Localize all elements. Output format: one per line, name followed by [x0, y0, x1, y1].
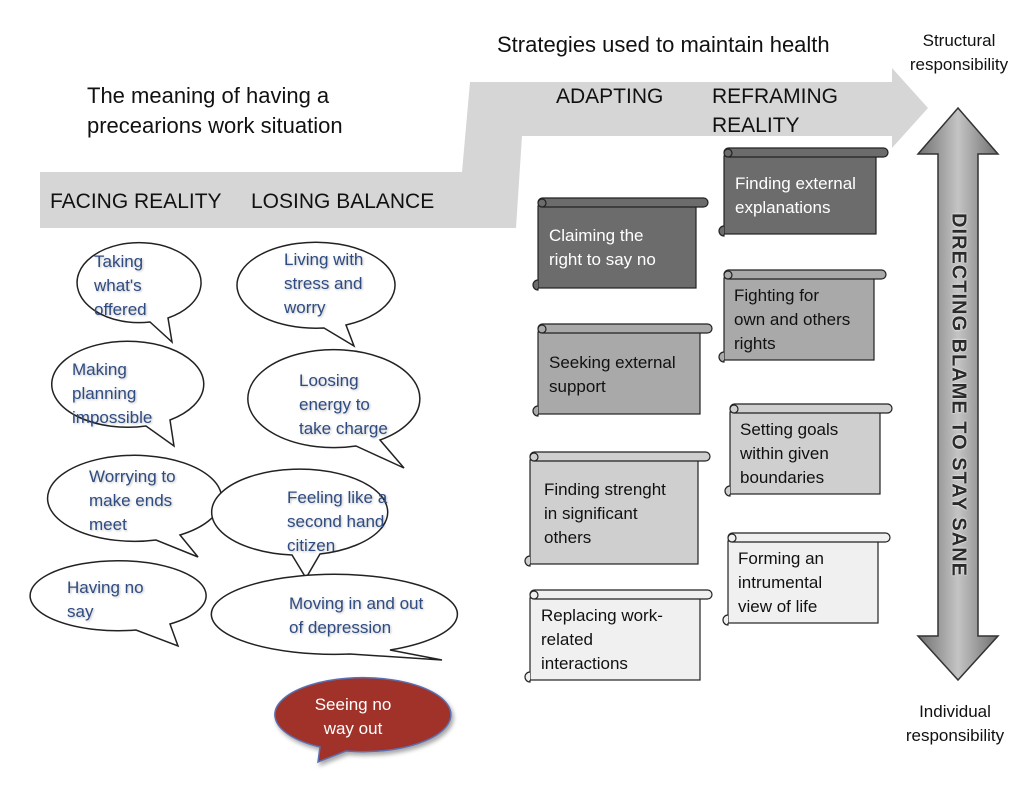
bubble-worrying-to-make-ends-meet: Worrying to make ends meet	[89, 467, 176, 534]
scroll-setting-goals: Setting goals within given boundaries	[740, 420, 839, 487]
scroll-shape-claiming	[532, 197, 709, 291]
meaning-title: The meaning of having a precearions work…	[87, 83, 343, 138]
scroll-shapes	[524, 147, 893, 683]
facing-bubble-shapes	[29, 241, 223, 648]
bubble-taking-whats-offered: Taking what's offered	[94, 252, 147, 319]
final-bubble-shape	[274, 676, 452, 764]
scroll-finding-strength: Finding strenght in significant others	[544, 480, 666, 547]
scroll-fighting-for-rights: Fighting for own and others rights	[734, 286, 851, 353]
scroll-instrumental-view: Forming an intrumental view of life	[738, 549, 824, 616]
scroll-replacing-interactions: Replacing work- related interactions	[541, 606, 663, 673]
scroll-shape-explanations	[718, 147, 889, 237]
bubble-having-no-say: Having no say	[67, 578, 144, 621]
bubble-depression: Moving in and out of depression	[289, 594, 424, 637]
adapting-heading: ADAPTING	[556, 85, 664, 108]
bubble-living-with-stress: Living with stress and worry	[284, 250, 364, 317]
losing-balance-heading: LOSING BALANCE	[251, 190, 435, 213]
stepped-band-arrow	[40, 68, 928, 228]
scroll-shape-instrumental	[722, 532, 891, 626]
scroll-claiming-right-to-say-no: Claiming the right to say no	[549, 226, 656, 269]
scroll-shape-strength	[524, 451, 711, 567]
bubble-loosing-energy: Loosing energy to take charge	[299, 371, 388, 438]
bubble-making-planning-impossible: Making planning impossible	[72, 360, 153, 427]
strategies-title: Strategies used to maintain health	[497, 32, 830, 57]
bubble-second-hand-citizen: Feeling like a second hand citizen	[287, 488, 388, 555]
scroll-seeking-external-support: Seeking external support	[549, 353, 676, 396]
individual-responsibility-label: Individual responsibility	[905, 702, 1005, 745]
losing-bubble-shapes	[210, 241, 459, 661]
facing-reality-heading: FACING REALITY	[50, 190, 222, 213]
scroll-shape-seeking	[532, 323, 713, 417]
directing-blame-label: DIRECTING BLAME TO STAY SANE	[947, 213, 970, 577]
reframing-reality-heading: REFRAMING REALITY	[712, 85, 838, 137]
scroll-shape-replacing	[524, 589, 713, 683]
bubble-seeing-no-way-out: Seeing no way out	[314, 695, 392, 738]
scroll-shape-goals	[724, 403, 893, 497]
scroll-finding-explanations: Finding external explanations	[735, 174, 856, 217]
structural-responsibility-label: Structural responsibility	[909, 31, 1009, 74]
scroll-shape-fighting	[718, 269, 887, 363]
vertical-double-arrow	[916, 106, 1000, 682]
